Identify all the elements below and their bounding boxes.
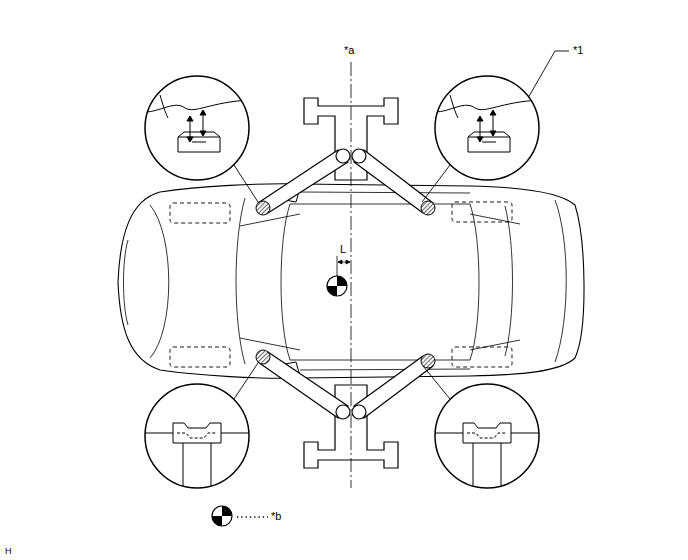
center-line xyxy=(351,62,352,488)
detail-circle xyxy=(145,76,539,488)
lift-point xyxy=(256,201,435,368)
side-mirror xyxy=(285,185,300,378)
leader-line xyxy=(234,51,569,399)
figure-code: H xyxy=(4,547,13,556)
legend-label: *b xyxy=(270,511,282,522)
jack-area xyxy=(170,202,512,367)
pad-detail xyxy=(140,95,545,495)
vehicle-detail xyxy=(124,192,567,370)
dimension-label: L xyxy=(339,244,347,255)
center-of-gravity-symbol xyxy=(212,506,268,526)
center-of-gravity xyxy=(327,276,347,296)
lift-arm xyxy=(258,149,433,419)
dimension-line xyxy=(337,256,350,276)
axis-label: *a xyxy=(343,45,355,56)
callout-number: *1 xyxy=(572,45,584,56)
